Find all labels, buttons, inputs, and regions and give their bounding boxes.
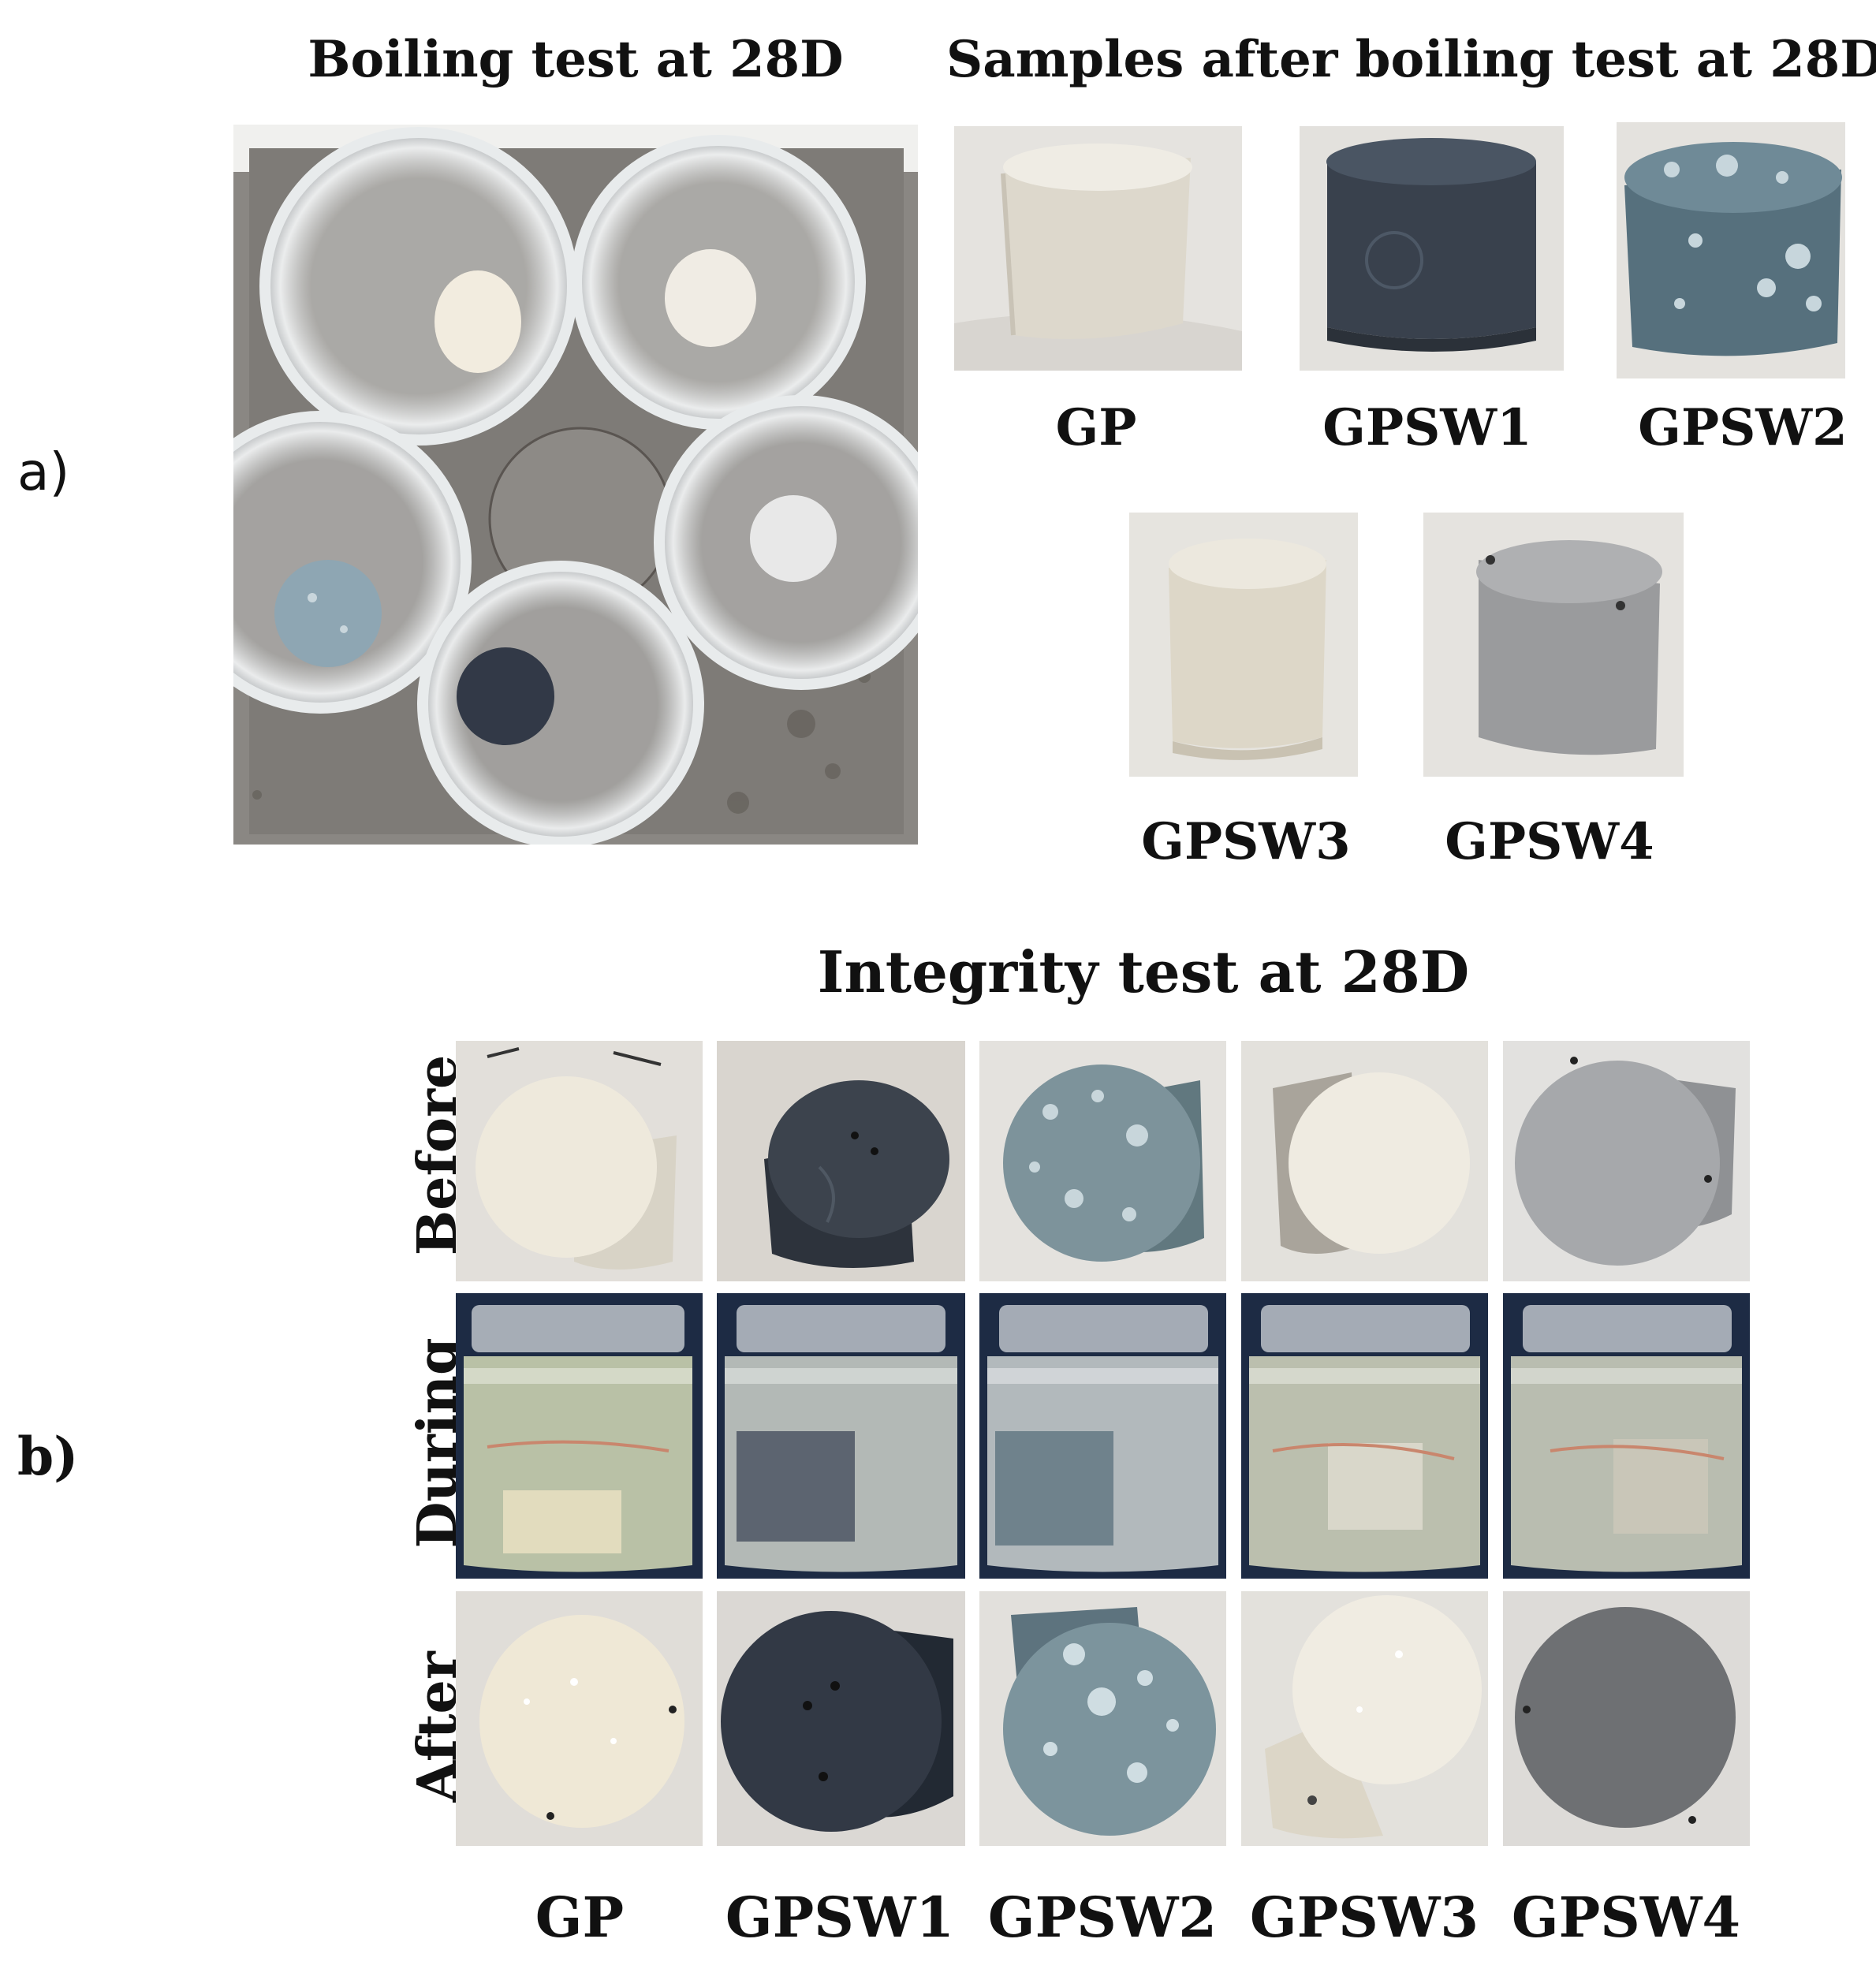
boiling-test-photo [233,125,918,845]
sample-label-gpsw1: GPSW1 [1322,398,1532,457]
col-label-gpsw4: GPSW4 [1511,1885,1741,1950]
during-photo-gpsw4 [1503,1293,1750,1579]
sample-photo-gpsw3 [1129,513,1358,777]
sample-label-gpsw2: GPSW2 [1638,398,1848,457]
after-photo-gpsw2 [979,1591,1226,1846]
before-photo-gpsw2 [979,1041,1226,1281]
col-label-gp: GP [535,1885,625,1950]
panel-a-letter: a) [17,442,70,502]
col-label-gpsw2: GPSW2 [987,1885,1218,1950]
sample-label-gpsw4: GPSW4 [1445,812,1654,871]
panel-b-letter: b) [17,1426,79,1487]
sample-photo-gpsw1 [1300,126,1564,371]
during-photo-gp [456,1293,703,1579]
during-photo-gpsw2 [979,1293,1226,1579]
before-photo-gpsw1 [717,1041,965,1281]
sample-photo-gp [954,126,1242,371]
samples-after-boiling-title: Samples after boiling test at 28D [946,30,1876,89]
before-photo-gp [456,1041,703,1281]
before-photo-gpsw4 [1503,1041,1750,1281]
sample-photo-gpsw2 [1617,122,1845,378]
during-photo-gpsw1 [717,1293,965,1579]
sample-label-gpsw3: GPSW3 [1141,812,1351,871]
after-photo-gpsw1 [717,1591,965,1846]
after-photo-gpsw3 [1241,1591,1488,1846]
sample-label-gp: GP [1055,398,1137,457]
before-photo-gpsw3 [1241,1041,1488,1281]
during-photo-gpsw3 [1241,1293,1488,1579]
after-photo-gp [456,1591,703,1846]
col-label-gpsw3: GPSW3 [1249,1885,1479,1950]
integrity-test-title: Integrity test at 28D [817,938,1470,1005]
sample-photo-gpsw4 [1423,513,1684,777]
boiling-test-title: Boiling test at 28D [308,30,844,89]
after-photo-gpsw4 [1503,1591,1750,1846]
col-label-gpsw1: GPSW1 [725,1885,955,1950]
